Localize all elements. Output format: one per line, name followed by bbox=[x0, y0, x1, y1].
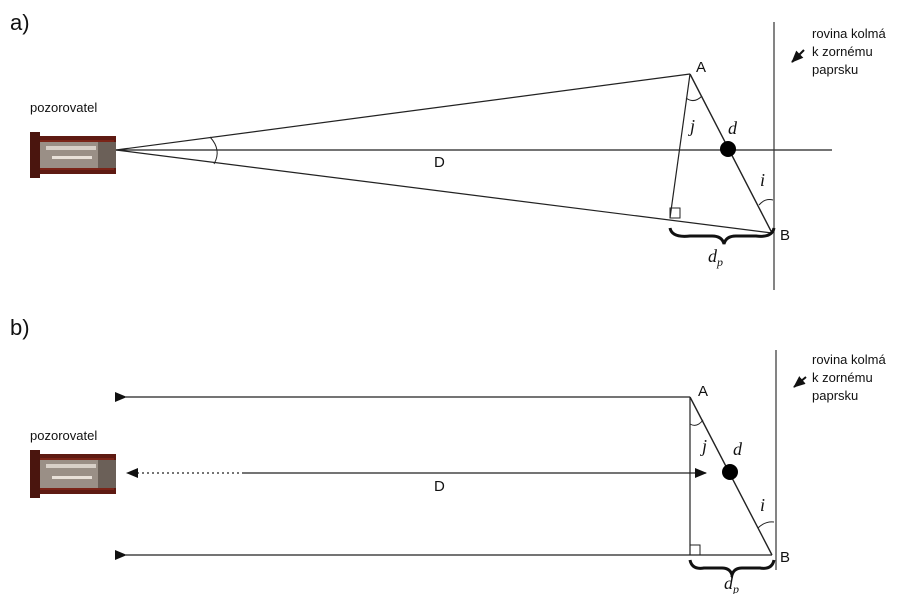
panel-b-arc-j bbox=[689, 419, 704, 426]
panel-a-distance-label: D bbox=[434, 154, 445, 171]
panel-b-plane-arrow bbox=[793, 376, 807, 388]
panel-a-angle-i: i bbox=[760, 170, 765, 190]
panel-b-arc-i bbox=[757, 521, 775, 529]
panel-a-arc-i bbox=[758, 199, 774, 206]
panel-b: b) pozorovatel A B j i bbox=[10, 315, 886, 594]
panel-a-telescope-icon bbox=[30, 132, 116, 178]
panel-a-brace bbox=[668, 227, 776, 245]
panel-a-plane-line1: rovina kolmá bbox=[812, 26, 886, 41]
panel-b-plane-line1: rovina kolmá bbox=[812, 352, 886, 367]
panel-a-observer-label: pozorovatel bbox=[30, 100, 97, 115]
panel-a-plane-line3: paprsku bbox=[812, 62, 858, 77]
panel-a-right-angle bbox=[669, 207, 681, 219]
panel-a-plane-line2: k zornému bbox=[812, 44, 873, 59]
panel-b-plane-line3: paprsku bbox=[812, 388, 858, 403]
panel-a-body-label: d bbox=[728, 118, 738, 138]
panel-b-tag: b) bbox=[10, 315, 30, 340]
panel-a-projection-line bbox=[669, 73, 691, 219]
panel-a-body-dot bbox=[720, 141, 736, 157]
panel-b-body-label: d bbox=[733, 439, 743, 459]
panel-b-axis-arrowhead bbox=[126, 468, 138, 478]
panel-a-tag: a) bbox=[10, 10, 30, 35]
panel-a-point-b: B bbox=[780, 227, 790, 244]
panel-b-plane-line2: k zornému bbox=[812, 370, 873, 385]
panel-b-observer-label: pozorovatel bbox=[30, 428, 97, 443]
panel-b-point-b: B bbox=[780, 549, 790, 566]
panel-b-telescope-icon bbox=[30, 450, 116, 498]
panel-a-angle-j: j bbox=[688, 116, 695, 136]
panel-a-arc-j bbox=[685, 95, 703, 102]
panel-b-body-dot bbox=[722, 464, 738, 480]
panel-a-plane-arrow bbox=[791, 49, 805, 63]
panel-b-right-angle bbox=[689, 544, 701, 556]
panel-b-angle-i: i bbox=[760, 495, 765, 515]
panel-a-angle-arc bbox=[209, 136, 218, 165]
panel-b-angle-j: j bbox=[700, 436, 707, 456]
panel-b-projected-label: dp bbox=[724, 573, 739, 594]
panel-a-ray-to-a bbox=[115, 73, 691, 151]
panel-b-distance-label: D bbox=[434, 478, 445, 495]
panel-a-ray-to-b bbox=[115, 149, 773, 234]
panel-b-point-a: A bbox=[698, 383, 708, 400]
panel-a-point-a: A bbox=[696, 59, 706, 76]
panel-b-brace bbox=[688, 559, 776, 581]
panel-a: a) pozorovatel A B j i d bbox=[10, 10, 886, 290]
panel-a-projected-label: dp bbox=[708, 246, 723, 269]
